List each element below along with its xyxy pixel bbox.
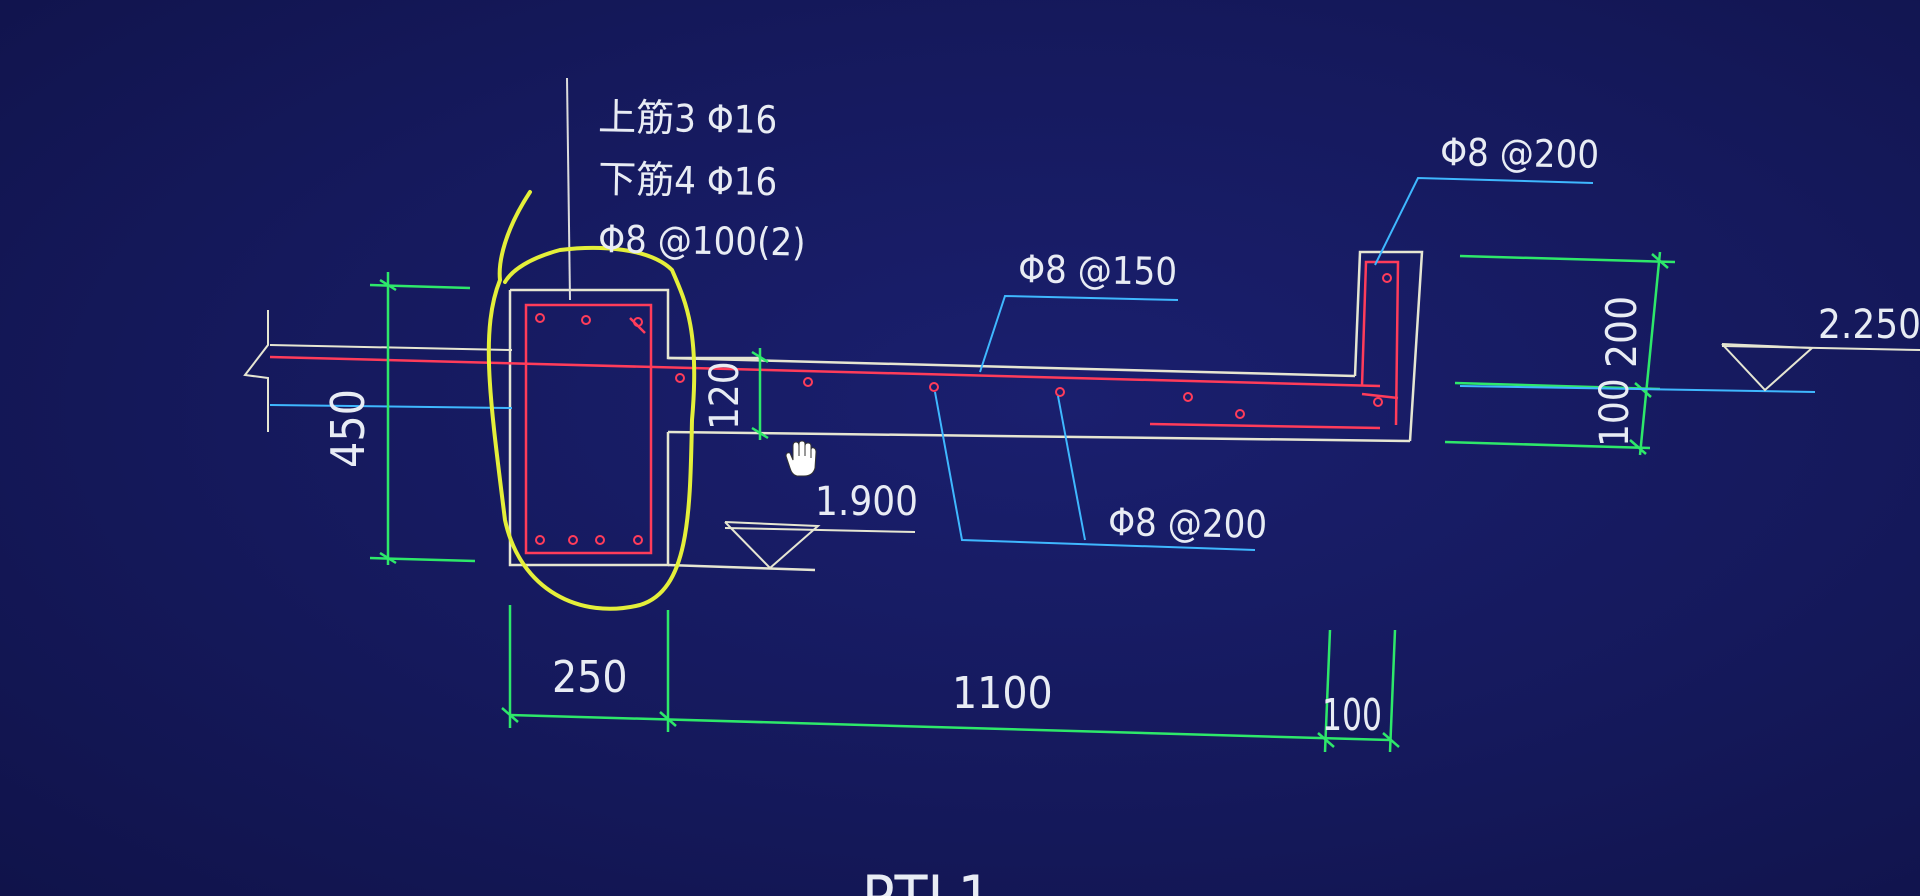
drawing-title: PTL1 — [862, 863, 992, 896]
stirrups-label: Φ8 @100(2) — [598, 217, 806, 265]
dimension-lines — [369, 251, 1676, 753]
slab-bottom-rebar — [1149, 422, 1381, 430]
upstand-leader — [1374, 176, 1594, 266]
slab-top-edge — [667, 356, 1356, 378]
upstand-rebar-label: Φ8 @200 — [1440, 130, 1600, 177]
slab-bottom-rebar-label: Φ8 @200 — [1108, 500, 1268, 547]
upstand-rebar — [1360, 260, 1400, 426]
slab-top-rebar — [269, 355, 1381, 388]
dim-upstand-width: 100 — [1322, 690, 1382, 741]
upstand-outline — [1353, 250, 1424, 442]
elevation-marker-low — [724, 521, 916, 570]
concrete-outline — [508, 250, 1424, 572]
elevation-marker-high — [1721, 343, 1920, 392]
elevation-low-label: 1.900 — [815, 479, 918, 525]
slab-top-leader — [979, 294, 1179, 373]
slab-bottom-leader — [934, 391, 1256, 551]
slab-top-rebar-label: Φ8 @150 — [1018, 247, 1178, 294]
rebar-group — [269, 260, 1400, 555]
beam-annotation: 上筋3 Φ16 下筋4 Φ16 Φ8 @100(2) — [598, 95, 806, 265]
slab-extension — [243, 310, 513, 432]
hand-cursor-icon — [785, 440, 817, 477]
elevation-high-label: 2.250 — [1818, 302, 1920, 348]
beam-leader — [566, 77, 571, 301]
beam-stirrup — [524, 303, 653, 555]
upstand-hook — [1361, 392, 1399, 400]
highlight-markup — [486, 190, 697, 611]
break-line-icon — [243, 310, 269, 432]
beam-base-line — [667, 563, 816, 572]
dim-beam-depth: 450 — [321, 389, 375, 468]
top-bars-label: 上筋3 Φ16 — [598, 95, 778, 142]
rebar-dots — [535, 273, 1392, 545]
slab-bottom-edge — [667, 430, 1411, 443]
dim-upstand-height: 200 — [1597, 296, 1646, 368]
dim-slab-thickness: 120 — [702, 361, 748, 430]
bottom-bars-label: 下筋4 Φ16 — [598, 157, 778, 204]
dim-slab-span: 1100 — [952, 668, 1053, 719]
leader-lines — [934, 176, 1816, 551]
dim-upstand-lower: 100 — [1592, 378, 1638, 447]
dim-beam-width: 250 — [552, 652, 628, 703]
